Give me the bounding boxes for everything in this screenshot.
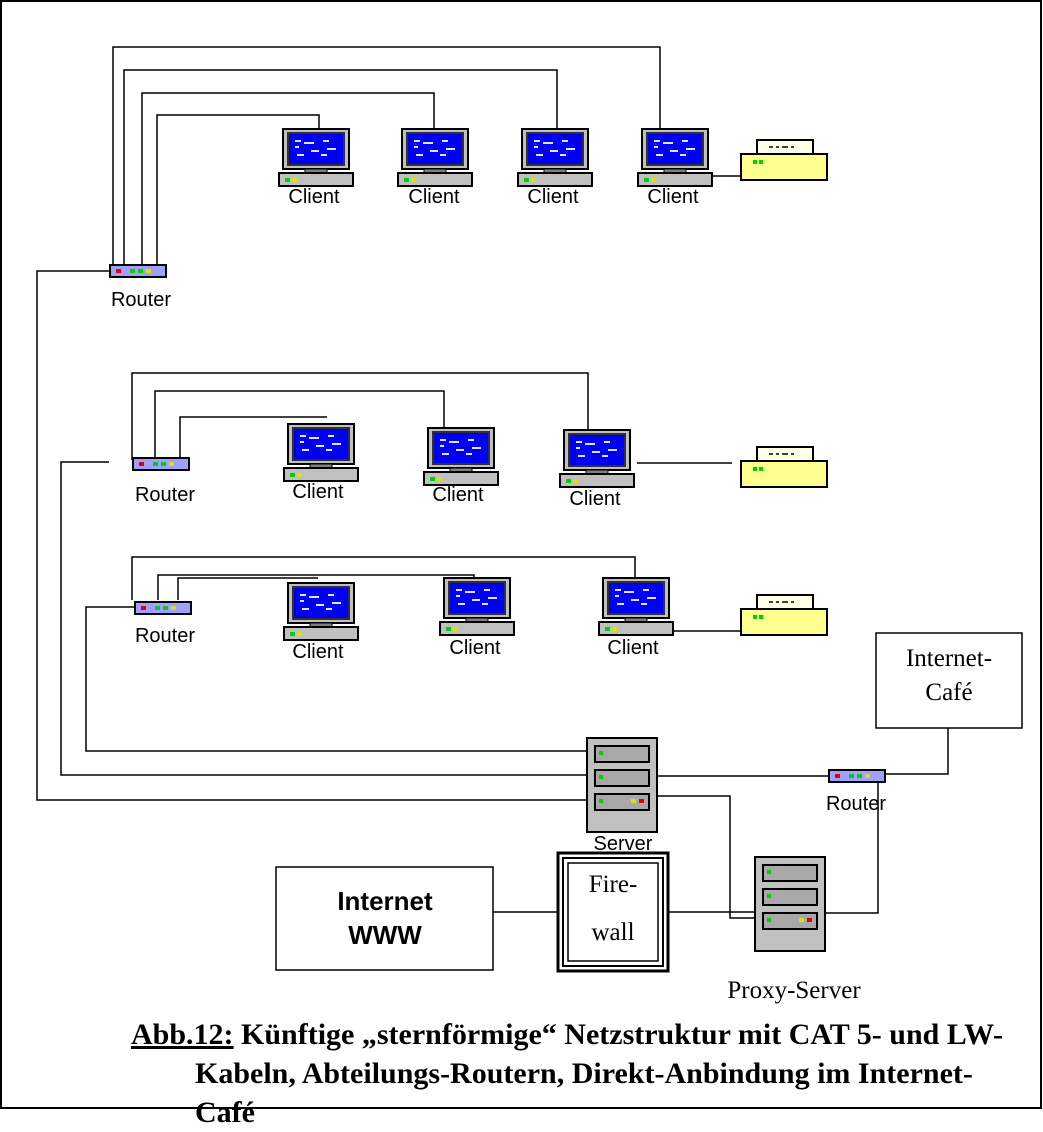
router-icon [109, 264, 167, 278]
client-label: Client [647, 186, 699, 208]
figure-label: Abb.12: [131, 1018, 234, 1051]
client-computer-icon [278, 128, 354, 187]
router-label: Router [111, 289, 171, 311]
firewall-box [556, 851, 670, 973]
client-computer-icon [283, 423, 359, 482]
client-computer-icon [517, 128, 593, 187]
client-label: Client [408, 186, 460, 208]
caption-line-2: Kabeln, Abteilungs-Routern, Direkt-Anbin… [195, 1057, 973, 1129]
firewall-label-1: Fire- [589, 871, 638, 898]
router-icon [828, 769, 886, 783]
client-computer-icon [283, 582, 359, 641]
client-computer-icon [559, 429, 635, 488]
firewall-label-2: wall [591, 919, 634, 946]
router-label: Router [826, 793, 886, 815]
internet-box [275, 866, 494, 971]
client-label: Client [292, 481, 344, 503]
printer-icon [740, 139, 828, 181]
internet-cafe-label-2: Café [925, 679, 972, 706]
figure-caption: Abb.12: Künftige „sternförmige“ Netzstru… [131, 1015, 1031, 1132]
client-label: Client [292, 641, 344, 663]
caption-line-1: Künftige „sternförmige“ Netzstruktur mit… [233, 1018, 1003, 1051]
printer-icon [740, 594, 828, 636]
client-computer-icon [598, 577, 674, 636]
internet-cafe-label-1: Internet- [906, 645, 992, 672]
client-label: Client [527, 186, 579, 208]
proxy-server-icon [754, 856, 826, 952]
client-label: Client [432, 484, 484, 506]
router-label: Router [135, 625, 195, 647]
internet-label-1: Internet [337, 886, 433, 916]
printer-icon [740, 446, 828, 488]
router-icon [134, 601, 192, 615]
client-computer-icon [637, 128, 713, 187]
internet-label-2: WWW [348, 920, 422, 950]
client-computer-icon [439, 577, 515, 636]
router-label: Router [135, 484, 195, 506]
client-computer-icon [423, 427, 499, 486]
internet-cafe-box [875, 632, 1023, 729]
client-computer-icon [397, 128, 473, 187]
client-label: Client [569, 488, 621, 510]
page-border [0, 0, 1042, 1109]
server-label: Server [594, 833, 653, 855]
client-label: Client [449, 637, 501, 659]
server-icon [586, 737, 658, 833]
client-label: Client [607, 637, 659, 659]
client-label: Client [288, 186, 340, 208]
router-icon [132, 457, 190, 471]
proxy-server-label: Proxy-Server [727, 977, 861, 1004]
